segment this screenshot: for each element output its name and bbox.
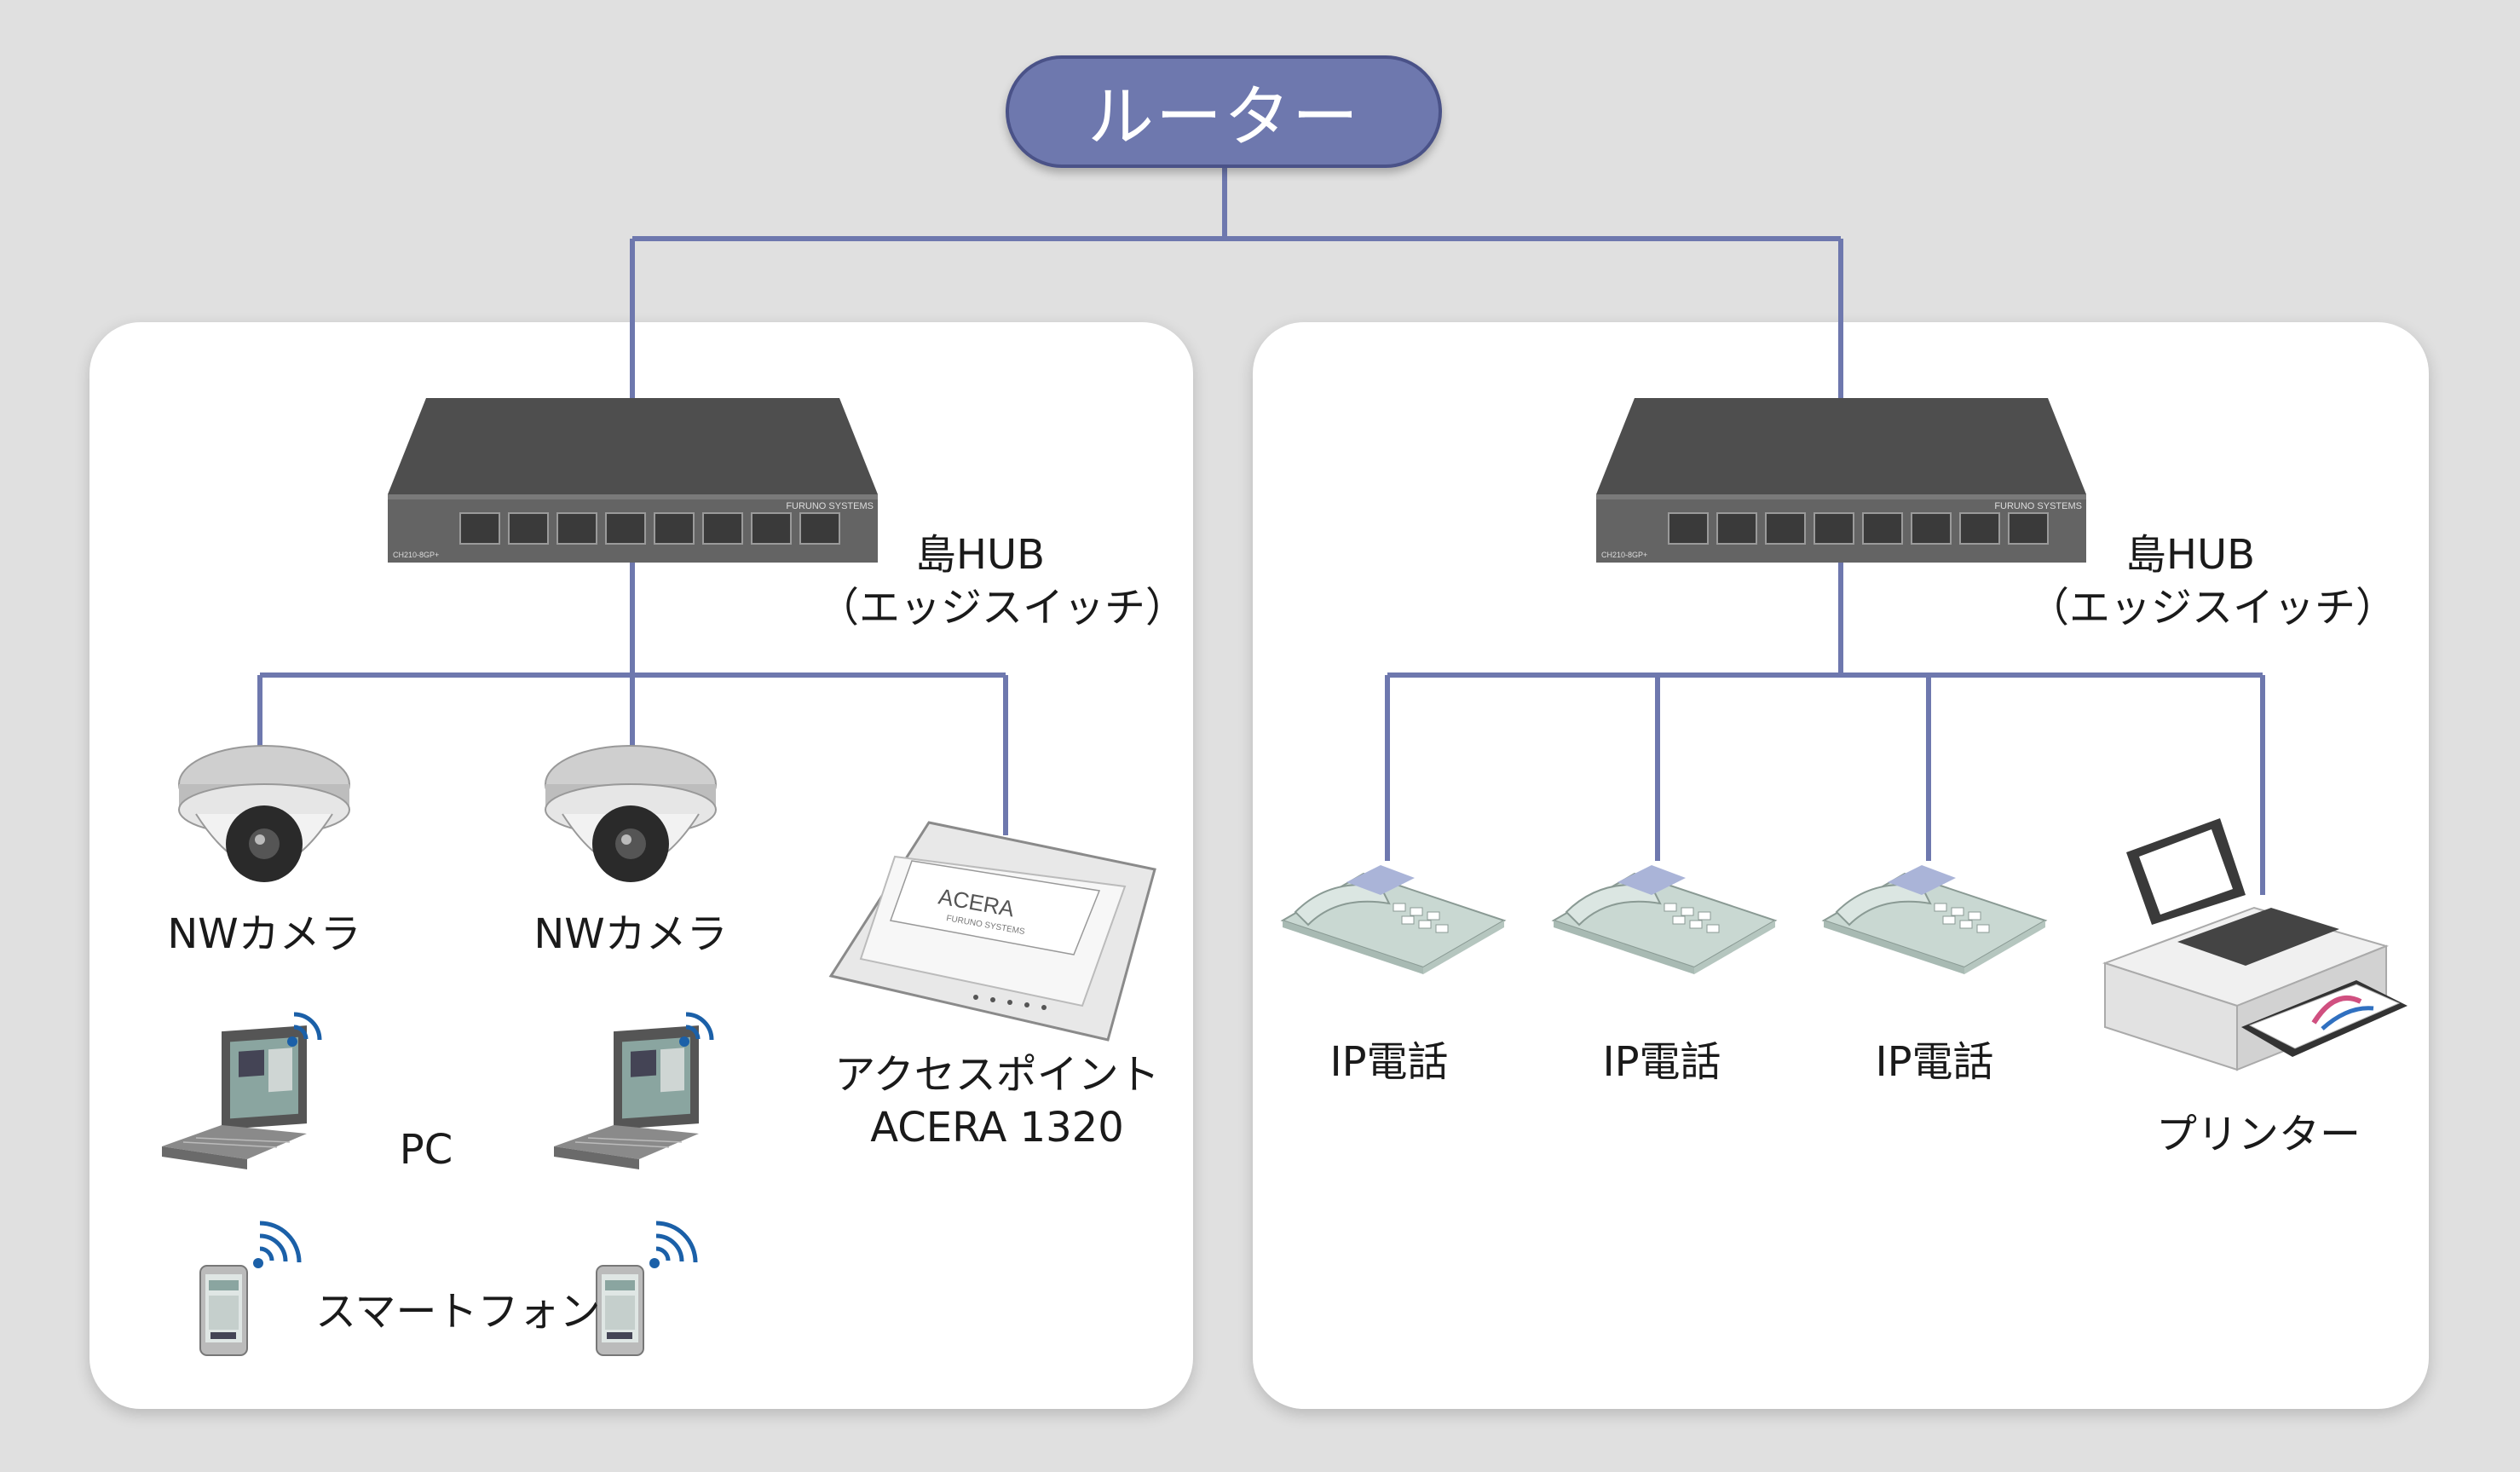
pc-label: PC bbox=[399, 1126, 453, 1174]
nw-camera-1-label: NWカメラ bbox=[167, 910, 361, 958]
ip-phone-1-label: IP電話 bbox=[1329, 1038, 1449, 1086]
hub-brand-text: FURUNO SYSTEMS bbox=[786, 501, 874, 511]
printer bbox=[2101, 814, 2416, 1090]
ip-phone-1 bbox=[1278, 857, 1508, 979]
ip-phone-2 bbox=[1549, 857, 1779, 979]
hub-model-text: CH210-8GP+ bbox=[1601, 551, 1647, 559]
access-point: ACERA FURUNO SYSTEMS bbox=[827, 818, 1159, 1052]
ap-label-line1: アクセスポイント bbox=[834, 1051, 1160, 1099]
laptop-pc-2 bbox=[554, 1006, 741, 1188]
right-branch-lines bbox=[1385, 558, 2265, 895]
hub-label-line2: （エッジスイッチ） bbox=[2028, 584, 2397, 632]
ip-phone-2-label: IP電話 bbox=[1602, 1038, 1721, 1086]
nw-camera-2 bbox=[541, 742, 720, 907]
hub-label-line1: 島HUB bbox=[914, 531, 1046, 579]
access-point-label: アクセスポイント ACERA 1320 bbox=[818, 1048, 1176, 1155]
smartphone-1 bbox=[192, 1219, 320, 1367]
ip-phone-3-label: IP電話 bbox=[1875, 1038, 1994, 1086]
smartphone-2 bbox=[588, 1219, 716, 1367]
hub-label-line2: （エッジスイッチ） bbox=[818, 584, 1187, 632]
hub-label-line1: 島HUB bbox=[2125, 531, 2256, 579]
nw-camera-2-label: NWカメラ bbox=[533, 910, 728, 958]
left-hub-label: 島HUB （エッジスイッチ） bbox=[818, 528, 1187, 635]
printer-label: プリンター bbox=[2155, 1111, 2361, 1158]
ip-phone-3 bbox=[1819, 857, 2050, 979]
edge-switch-left: FURUNO SYSTEMS CH210-8GP+ bbox=[388, 394, 882, 568]
smartphone-label: スマートフォン bbox=[315, 1288, 601, 1336]
hub-brand-text: FURUNO SYSTEMS bbox=[1994, 501, 2082, 511]
router-node: ルーター bbox=[1006, 55, 1442, 168]
hub-model-text: CH210-8GP+ bbox=[393, 551, 439, 559]
right-hub-label: 島HUB （エッジスイッチ） bbox=[2028, 528, 2397, 635]
ap-label-line2: ACERA 1320 bbox=[870, 1104, 1124, 1152]
router-label: ルーター bbox=[1087, 79, 1360, 156]
router-trunk-line bbox=[630, 168, 1843, 401]
nw-camera-1 bbox=[175, 742, 354, 907]
left-branch-lines bbox=[257, 558, 1008, 835]
laptop-pc-1 bbox=[162, 1006, 349, 1188]
edge-switch-right: FURUNO SYSTEMS CH210-8GP+ bbox=[1596, 394, 2090, 568]
